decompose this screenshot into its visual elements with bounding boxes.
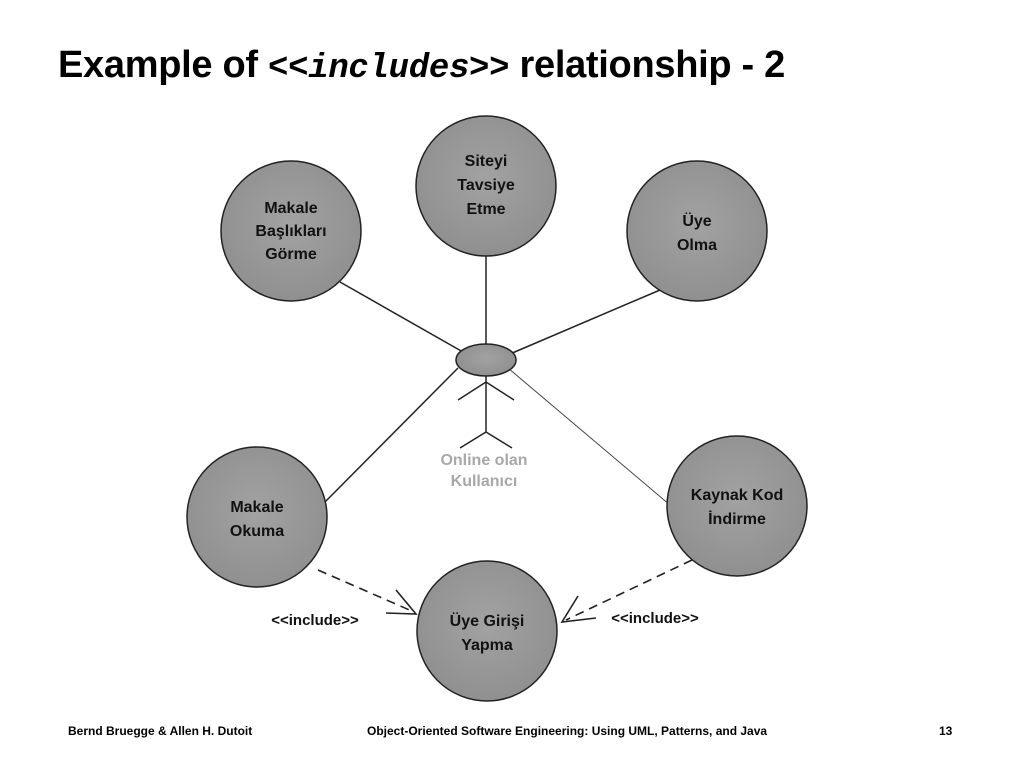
actor-label-line1: Online olan bbox=[440, 452, 527, 469]
footer-authors: Bernd Bruegge & Allen H. Dutoit bbox=[68, 724, 253, 738]
use-case-circle bbox=[220, 160, 362, 302]
title-keyword-open: << bbox=[268, 50, 309, 88]
include-label-left: <<include>> bbox=[271, 612, 359, 629]
use-case-circle bbox=[415, 115, 557, 257]
use-case-label: Üye Girişi bbox=[450, 611, 525, 630]
title-suffix: relationship - 2 bbox=[509, 44, 786, 86]
actor-arm-left bbox=[457, 381, 487, 401]
include-arrowhead-right bbox=[560, 595, 597, 623]
use-case-label: Görme bbox=[265, 246, 317, 263]
assoc-kaynak-kod bbox=[507, 367, 671, 506]
footer-course: Object-Oriented Software Engineering: Us… bbox=[367, 724, 768, 738]
include-arrow-left bbox=[317, 569, 415, 613]
use-case-circle bbox=[626, 160, 768, 302]
use-case-label: Olma bbox=[677, 237, 717, 254]
use-case-makale-basliklari-gorme[interactable]: Makale Başlıkları Görme bbox=[220, 160, 362, 302]
actor-head bbox=[455, 343, 517, 377]
use-case-circle bbox=[416, 560, 558, 702]
actor-arm-right bbox=[485, 381, 515, 401]
actor-online-kullanici[interactable]: Online olan Kullanıcı bbox=[440, 343, 528, 490]
use-case-label: Etme bbox=[466, 201, 505, 218]
use-case-label: Makale bbox=[230, 499, 283, 516]
title-keyword-close: >> bbox=[469, 50, 510, 88]
use-case-siteyi-tavsiye-etme[interactable]: Siteyi Tavsiye Etme bbox=[415, 115, 557, 257]
footer-page-number: 13 bbox=[939, 724, 953, 738]
use-case-label: Tavsiye bbox=[457, 177, 515, 194]
use-case-label: Okuma bbox=[230, 523, 284, 540]
use-case-uye-girisi-yapma[interactable]: Üye Girişi Yapma bbox=[416, 560, 558, 702]
title-keyword: includes bbox=[308, 50, 470, 88]
use-case-uye-olma[interactable]: Üye Olma bbox=[626, 160, 768, 302]
use-case-label: İndirme bbox=[708, 510, 766, 528]
assoc-uye-olma bbox=[509, 289, 661, 355]
include-arrow-right bbox=[565, 559, 693, 621]
actor-leg-left bbox=[459, 431, 487, 449]
title-prefix: Example of bbox=[58, 44, 268, 86]
use-case-makale-okuma[interactable]: Makale Okuma bbox=[186, 446, 328, 588]
use-case-label: Kaynak Kod bbox=[691, 487, 783, 504]
actor-leg-right bbox=[485, 431, 513, 449]
include-arrowhead-left bbox=[385, 589, 418, 615]
slide-title: Example of <<includes>> relationship - 2 bbox=[58, 44, 785, 88]
use-case-circle bbox=[186, 446, 328, 588]
assoc-makale-basliklari bbox=[339, 281, 471, 357]
use-case-label: Siteyi bbox=[465, 153, 508, 170]
use-case-circle bbox=[666, 435, 808, 577]
use-case-label: Yapma bbox=[461, 637, 513, 654]
use-case-label: Başlıkları bbox=[255, 223, 326, 240]
assoc-makale-okuma bbox=[321, 367, 459, 506]
include-label-right: <<include>> bbox=[611, 610, 699, 627]
use-case-kaynak-kod-indirme[interactable]: Kaynak Kod İndirme bbox=[666, 435, 808, 577]
use-case-label: Üye bbox=[682, 211, 711, 230]
use-case-label: Makale bbox=[264, 200, 317, 217]
actor-label-line2: Kullanıcı bbox=[451, 473, 518, 490]
